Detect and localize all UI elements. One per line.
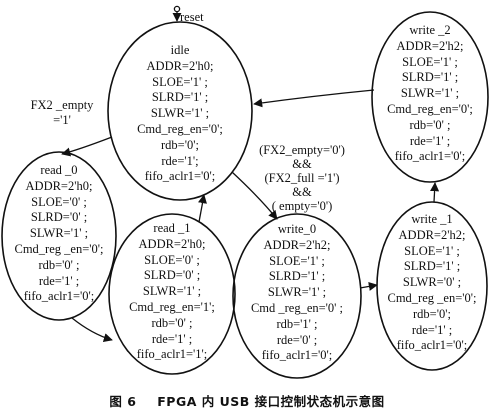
- state-write-2-line: fifo_aclr1='0';: [394, 149, 466, 164]
- state-write-1-title: write _1: [411, 212, 453, 226]
- transition-label-line: &&: [292, 157, 312, 171]
- state-idle-line: rde='1';: [161, 153, 199, 168]
- state-write-1-line: rde='1' ;: [411, 322, 453, 337]
- state-read-0-title: read _0: [40, 163, 78, 177]
- state-read-0-line: fifo_aclr1='0';: [23, 289, 95, 304]
- figure-number: 图 6: [109, 394, 137, 409]
- state-idle-title: idle: [170, 43, 190, 57]
- state-write-1-line: fifo_aclr1='0';: [396, 338, 468, 353]
- state-write-0-title: write_0: [277, 222, 317, 236]
- state-write-0-line: rde='0' ;: [276, 332, 318, 347]
- state-write-2-line: SLWR='1' ;: [400, 86, 460, 101]
- transition-label-line: (FX2_full ='1'): [264, 171, 340, 185]
- state-write-2-outline: [371, 11, 489, 183]
- state-read-1-outline: [108, 213, 236, 375]
- state-write-0-line: fifo_aclr1='0';: [261, 348, 333, 363]
- figure-title: FPGA 内 USB 接口控制状态机示意图: [157, 394, 385, 409]
- state-write-0: write_0 ADDR=2'h2; SLOE='1' ; SLRD='1' ;…: [237, 222, 357, 364]
- arrow-idle-to-read-0: [61, 136, 113, 157]
- state-write-0-outline: [232, 213, 362, 379]
- state-read-1-line: SLOE='0' ;: [144, 252, 200, 267]
- state-read-0-line: SLWR='1' ;: [29, 226, 89, 241]
- state-read-0-line: SLOE='0' ;: [31, 194, 87, 209]
- state-write-0-line: SLRD='1' ;: [268, 269, 326, 284]
- state-write-1: write _1 ADDR=2'h2; SLOE='1' ; SLRD='1' …: [378, 212, 486, 354]
- state-read-1-line: Cmd_reg_en='1';: [129, 299, 215, 314]
- state-read-0-line: SLRD='0' ;: [30, 210, 88, 225]
- state-read-0: read _0 ADDR=2'h0; SLOE='0' ; SLRD='0' ;…: [5, 163, 113, 305]
- state-idle: idle ADDR=2'h0; SLOE='1' ; SLRD='1' ; SL…: [118, 43, 242, 185]
- state-read-0-line: rde='1' ;: [38, 273, 80, 288]
- transition-label-line: FX2 _empty: [30, 98, 94, 112]
- state-idle-line: SLWR='1' ;: [150, 106, 210, 121]
- state-write-0-line: SLWR='1' ;: [267, 285, 327, 300]
- state-read-1-line: SLRD='0' ;: [143, 268, 201, 283]
- state-idle-outline: [107, 21, 253, 201]
- state-write-0-line: rdb='1' ;: [276, 316, 318, 331]
- state-read-0-line: Cmd_reg _en='0';: [14, 241, 104, 256]
- state-write-1-line: SLWR='0' ;: [402, 275, 462, 290]
- transition-label-idle-to-read-0: FX2 _empty ='1': [22, 98, 102, 128]
- state-write-1-line: rdb='0';: [413, 306, 451, 321]
- state-write-1-line: SLOE='1' ;: [404, 243, 460, 258]
- state-read-1-title: read _1: [153, 221, 191, 235]
- state-write-1-line: SLRD='1' ;: [403, 259, 461, 274]
- state-write-2-line: ADDR=2'h2;: [396, 38, 464, 53]
- transition-label-line: ='1': [53, 113, 71, 127]
- state-read-1: read _1 ADDR=2'h0; SLOE='0' ; SLRD='0' ;…: [113, 221, 231, 363]
- state-read-1-line: rdb='0' ;: [151, 315, 193, 330]
- state-read-1-line: SLWR='1' ;: [142, 284, 202, 299]
- state-idle-line: ADDR=2'h0;: [146, 58, 214, 73]
- state-write-2-title: write _2: [409, 23, 451, 37]
- state-read-0-outline: [1, 151, 117, 321]
- transition-label-line: (FX2_empty='0'): [259, 143, 345, 157]
- arrow-write-0-to-write-1: [359, 281, 378, 291]
- state-write-0-line: SLOE='1' ;: [269, 253, 325, 268]
- transition-label-idle-to-write-0: (FX2_empty='0') && (FX2_full ='1') && ( …: [243, 143, 361, 213]
- arrow-read-1-to-idle: [198, 194, 207, 223]
- state-write-1-line: ADDR=2'h2;: [398, 227, 466, 242]
- arrow-idle-to-write-0: [231, 171, 278, 220]
- arrow-write-2-to-idle: [253, 89, 375, 108]
- figure-caption: 图 6 FPGA 内 USB 接口控制状态机示意图: [0, 391, 494, 410]
- state-idle-line: SLOE='1' ;: [152, 74, 208, 89]
- state-idle-line: rdb='0';: [161, 137, 199, 152]
- state-write-2-line: SLRD='1' ;: [401, 70, 459, 85]
- state-write-0-line: Cmd _reg_en='0' ;: [250, 300, 344, 315]
- reset-dot: [173, 5, 181, 13]
- arrow-write-1-to-write-2: [430, 182, 440, 203]
- state-read-0-line: rdb='0' ;: [38, 257, 80, 272]
- state-write-2-line: rdb='0' ;: [409, 117, 451, 132]
- state-write-2: write _2 ADDR=2'h2; SLOE='1' ; SLRD='1' …: [374, 23, 486, 165]
- state-write-2-line: Cmd_reg_en='0';: [387, 101, 473, 116]
- state-read-1-line: rde='1' ;: [151, 331, 193, 346]
- state-read-1-line: ADDR=2'h0;: [138, 236, 206, 251]
- state-write-2-line: rde='1' ;: [409, 133, 451, 148]
- state-write-1-line: Cmd_reg _en='0';: [387, 290, 477, 305]
- state-read-0-line: ADDR=2'h0;: [25, 178, 93, 193]
- state-write-0-line: ADDR=2'h2;: [263, 237, 331, 252]
- state-read-1-line: fifo_aclr1='1';: [136, 347, 208, 362]
- state-idle-line: fifo_aclr1='0';: [144, 169, 216, 184]
- transition-label-line: &&: [292, 185, 312, 199]
- arrow-read-0-to-read-1: [71, 317, 113, 343]
- transition-label-line: ( empty='0'): [271, 199, 333, 213]
- reset-label: reset: [180, 10, 204, 24]
- state-write-2-line: SLOE='1' ;: [402, 54, 458, 69]
- state-idle-line: SLRD='1' ;: [151, 90, 209, 105]
- state-idle-line: Cmd_reg_en='0';: [137, 121, 223, 136]
